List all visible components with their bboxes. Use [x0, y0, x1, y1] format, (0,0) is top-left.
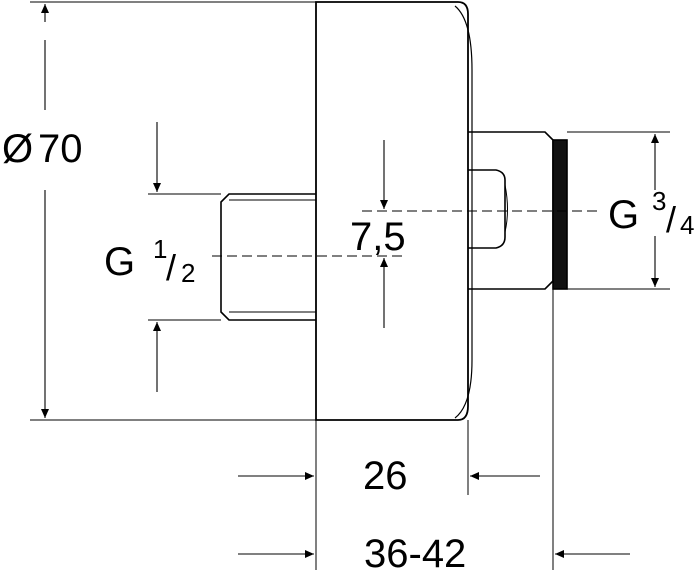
diameter-value: 70 — [38, 127, 83, 171]
inner-spindle — [468, 169, 506, 249]
offset-dimension-label: 7,5 — [350, 215, 406, 259]
diameter-symbol: Ø — [2, 127, 33, 171]
diameter-label: Ø 70 — [2, 127, 83, 171]
inlet-thread-prefix: G — [104, 240, 135, 284]
dimension-lines — [41, 4, 659, 558]
inlet-threaded-stem — [220, 193, 316, 321]
inlet-thread-numerator: 1 — [153, 234, 167, 264]
outlet-seal-ring — [552, 139, 568, 290]
body-depth-dimension-label: 26 — [363, 454, 408, 498]
outlet-thread-prefix: G — [608, 193, 639, 237]
inlet-thread-label: G 1 / 2 — [104, 234, 195, 288]
outlet-thread-denominator: 4 — [680, 210, 694, 240]
outlet-thread-slash: / — [666, 199, 676, 240]
extension-lines — [30, 1, 670, 570]
inlet-thread-denominator: 2 — [181, 258, 195, 288]
center-lines — [212, 210, 600, 257]
outlet-thread-label: G 3 / 4 — [608, 186, 694, 240]
outlet-fitting — [468, 131, 568, 290]
outlet-thread-numerator: 3 — [652, 186, 666, 216]
overall-depth-dimension-label: 36-42 — [364, 532, 466, 570]
inlet-thread-slash: / — [166, 247, 176, 288]
